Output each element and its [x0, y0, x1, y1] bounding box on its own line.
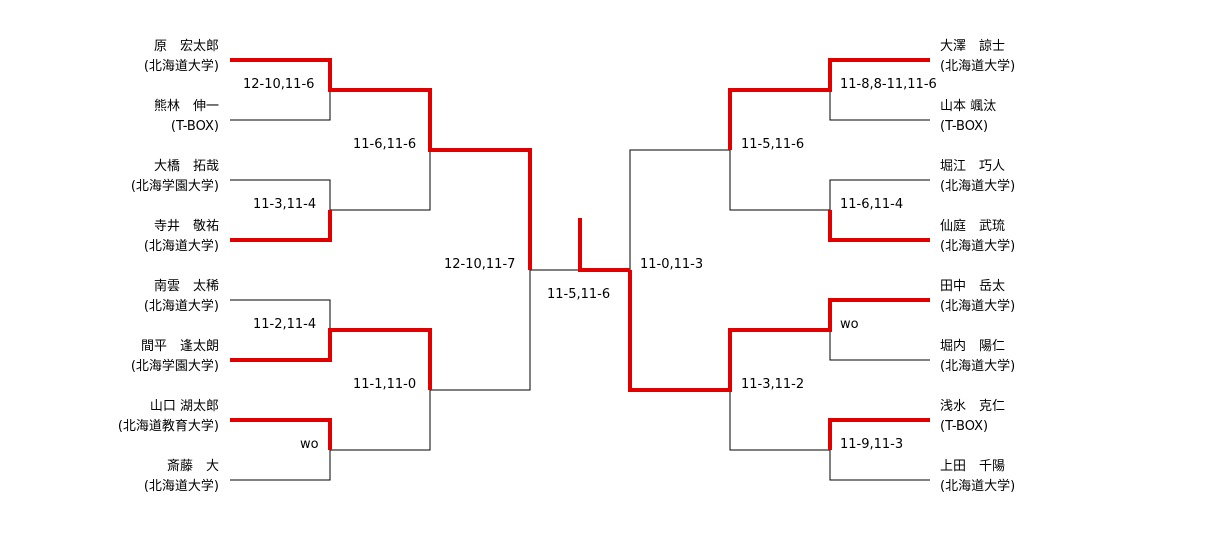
winner-path: [728, 58, 930, 150]
left-r1-line: [230, 90, 331, 121]
player-club: (北海道大学): [144, 298, 219, 314]
score-label: 11-6,11-6: [353, 137, 416, 152]
score-label: 11-6,11-4: [840, 197, 903, 212]
right-r2-line: [729, 150, 830, 211]
score-label: 12-10,11-6: [243, 77, 314, 92]
player-club: (北海道大学): [144, 478, 219, 494]
player-club: (北海学園大学): [131, 358, 219, 374]
left-r1-line: [230, 299, 331, 330]
player-club: (北海道大学): [144, 238, 219, 254]
right-r2-line: [729, 390, 830, 451]
score-label: 11-3,11-2: [741, 377, 804, 392]
player-club: (北海道大学): [940, 238, 1015, 254]
right-r1-line: [829, 330, 930, 361]
bracket-lines: [230, 90, 930, 481]
left-r1-line: [230, 179, 331, 210]
right-r1-line: [829, 179, 930, 210]
player-name: 浅水 克仁: [940, 399, 1005, 414]
player-club: (北海学園大学): [131, 178, 219, 194]
player-name: 山本 颯汰: [940, 99, 996, 114]
left-r2-line: [330, 150, 431, 211]
score-label: 11-5,11-6: [741, 137, 804, 152]
winner-path: [628, 270, 930, 392]
player-name: 仙庭 武琉: [940, 218, 1005, 234]
final-score: 11-5,11-6: [547, 287, 610, 302]
left-r1-line: [230, 450, 331, 481]
player-name: 間平 逢太朗: [141, 339, 219, 354]
score-label: 11-9,11-3: [840, 437, 903, 452]
score-label: wo: [840, 317, 859, 332]
player-club: (北海道大学): [940, 178, 1015, 194]
player-name: 山口 湖太郎: [150, 399, 219, 414]
left-semi-line: [430, 270, 531, 391]
player-club: (T-BOX): [940, 419, 988, 434]
right-players: 大澤 諒士 (北海道大学) 山本 颯汰 (T-BOX) 堀江 巧人 (北海道大学…: [940, 39, 1015, 494]
winner-path: [230, 418, 332, 450]
score-label: 12-10,11-7: [444, 257, 515, 272]
winner-paths: [230, 58, 930, 450]
player-name: 大橋 拓哉: [154, 159, 219, 174]
player-club: (北海道教育大学): [118, 418, 219, 434]
player-name: 上田 千陽: [940, 459, 1005, 474]
winner-path: [230, 328, 432, 390]
player-name: 南雲 太稀: [154, 278, 219, 294]
player-name: 堀内 陽仁: [940, 338, 1005, 354]
score-label: 11-3,11-4: [253, 197, 316, 212]
winner-path: [828, 210, 930, 242]
player-name: 田中 岳太: [940, 279, 1005, 294]
score-label: 11-8,8-11,11-6: [840, 77, 937, 92]
player-club: (北海道大学): [144, 58, 219, 74]
score-label: wo: [300, 437, 319, 452]
player-club: (北海道大学): [940, 478, 1015, 494]
left-players: 原 宏太郎 (北海道大学) 熊林 伸一 (T-BOX) 大橋 拓哉 (北海学園大…: [118, 39, 219, 494]
score-label: 11-2,11-4: [253, 317, 316, 332]
player-name: 堀江 巧人: [940, 159, 1005, 174]
winner-path: [230, 210, 332, 242]
player-name: 熊林 伸一: [154, 98, 219, 114]
score-label: 11-0,11-3: [640, 257, 703, 272]
right-semi-line: [629, 149, 730, 270]
left-r2-line: [330, 390, 431, 451]
player-name: 大澤 諒士: [940, 39, 1005, 54]
score-label: 11-1,11-0: [353, 377, 416, 392]
right-r1-line: [829, 90, 930, 121]
player-name: 原 宏太郎: [154, 39, 219, 54]
scores: 12-10,11-6 11-3,11-4 11-2,11-4 wo 11-6,1…: [243, 77, 937, 452]
right-r1-line: [829, 450, 930, 481]
player-name: 斎藤 大: [167, 458, 219, 474]
player-name: 寺井 敬祐: [154, 218, 219, 234]
champion-path: [578, 218, 630, 272]
player-club: (北海道大学): [940, 298, 1015, 314]
player-club: (北海道大学): [940, 58, 1015, 74]
player-club: (T-BOX): [940, 119, 988, 134]
player-club: (北海道大学): [940, 358, 1015, 374]
winner-path: [828, 418, 930, 450]
player-club: (T-BOX): [171, 119, 219, 134]
winner-path: [230, 58, 532, 270]
